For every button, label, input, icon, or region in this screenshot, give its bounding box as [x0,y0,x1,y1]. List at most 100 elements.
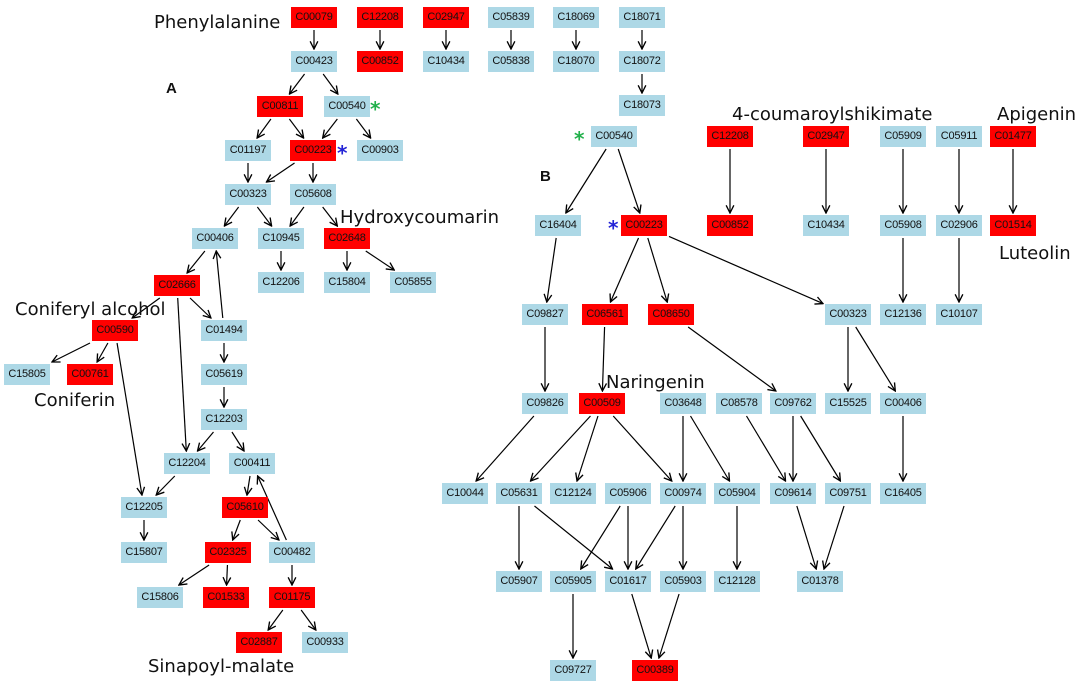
compound-node: C00974 [660,483,706,504]
edge-arrow [668,235,823,303]
compound-node: C18072 [619,51,665,72]
compound-node: C05904 [714,483,760,504]
edge-arrow [198,431,214,451]
compound-node: C18071 [619,7,665,28]
label-coumaroylshikimate: 4-coumaroylshikimate [732,104,933,125]
compound-node: C00903 [357,140,403,161]
compound-node: C09614 [770,483,816,504]
compound-node: C05610 [222,497,268,518]
compound-node: C05905 [550,571,596,592]
edge-arrow [216,251,224,319]
edge-arrow [290,206,305,226]
edge-arrow [476,415,535,481]
compound-node: C05838 [488,51,534,72]
edge-arrow [300,609,316,630]
compound-node: C10434 [423,51,469,72]
compound-node: C12204 [164,453,210,474]
edge-arrow [179,564,210,585]
compound-node: C08578 [716,393,762,414]
panel-label-a: A [166,80,177,97]
compound-node: C00852 [707,215,753,236]
compound-node: C05908 [880,215,926,236]
edge-arrow [612,415,672,481]
edge-arrow [602,326,604,391]
green-star-icon: * [370,97,381,121]
edge-arrow [227,564,228,585]
label-sinapoyl-malate: Sinapoyl-malate [148,656,295,677]
compound-node: C10044 [442,483,488,504]
compound-node: C00482 [269,542,315,563]
compound-node: C00540 [591,126,637,147]
compound-node: C10945 [258,228,304,249]
edge-arrow [547,237,557,302]
compound-node: C09751 [825,483,871,504]
edge-arrow [322,73,338,94]
compound-node: C16404 [535,215,581,236]
compound-node: C00509 [579,393,625,414]
compound-node: C02666 [154,275,200,296]
compound-node: C00852 [357,51,403,72]
compound-node: C10107 [936,304,982,325]
compound-node: C02947 [423,7,469,28]
edge-arrow [97,342,109,362]
compound-node: C00323 [225,184,271,205]
edge-arrow [258,476,287,541]
compound-node: C05911 [936,126,982,147]
label-coniferin: Coniferin [34,390,116,411]
compound-node: C00406 [192,228,238,249]
edge-arrow [257,519,279,540]
label-apigenin: Apigenin [997,104,1077,125]
edge-arrow [268,609,284,630]
compound-node: C15805 [4,364,50,385]
edge-arrow [322,206,338,226]
edge-arrow [224,206,240,226]
edge-arrow [289,73,306,94]
edge-arrow [323,118,338,138]
edge-arrow [233,519,241,540]
edge-arrow [355,118,370,138]
compound-node: C12208 [707,126,753,147]
compound-node: C05909 [880,126,926,147]
compound-node: C05906 [605,483,651,504]
compound-node: C03648 [660,393,706,414]
edge-arrow [177,297,187,451]
compound-node: C15525 [825,393,871,414]
compound-node: C12136 [880,304,926,325]
compound-node: C12203 [201,409,247,430]
compound-node: C15807 [121,542,167,563]
edge-arrow [617,148,640,213]
panel-label-b: B [540,168,551,185]
blue-star-icon: * [337,141,348,165]
compound-node: C05903 [660,571,706,592]
edge-arrow [231,431,244,451]
compound-node: C10434 [803,215,849,236]
compound-node: C00323 [825,304,871,325]
compound-node: C08650 [648,304,694,325]
compound-node: C09727 [550,660,596,681]
label-naringenin: Naringenin [606,372,705,393]
compound-node: C12206 [258,272,304,293]
compound-node: C18070 [553,51,599,72]
compound-node: C06561 [582,304,628,325]
edge-arrow [566,148,607,213]
compound-node: C01378 [797,571,843,592]
edge-arrow [132,297,161,318]
edge-arrow [534,505,612,569]
edge-arrow [631,593,651,658]
compound-node: C01494 [201,320,247,341]
compound-node: C00411 [229,453,275,474]
compound-node: C01514 [990,215,1036,236]
edge-arrow [577,415,599,481]
compound-node: C05619 [201,364,247,385]
edge-arrow [687,326,776,391]
compound-node: C00223 [621,215,667,236]
edge-arrow [365,250,395,270]
compound-node: C02325 [205,542,251,563]
compound-node: C05907 [496,571,542,592]
compound-node: C09826 [522,393,568,414]
edge-arrow [581,505,621,569]
edge-arrow [288,118,303,138]
green-star-icon: * [574,127,585,151]
